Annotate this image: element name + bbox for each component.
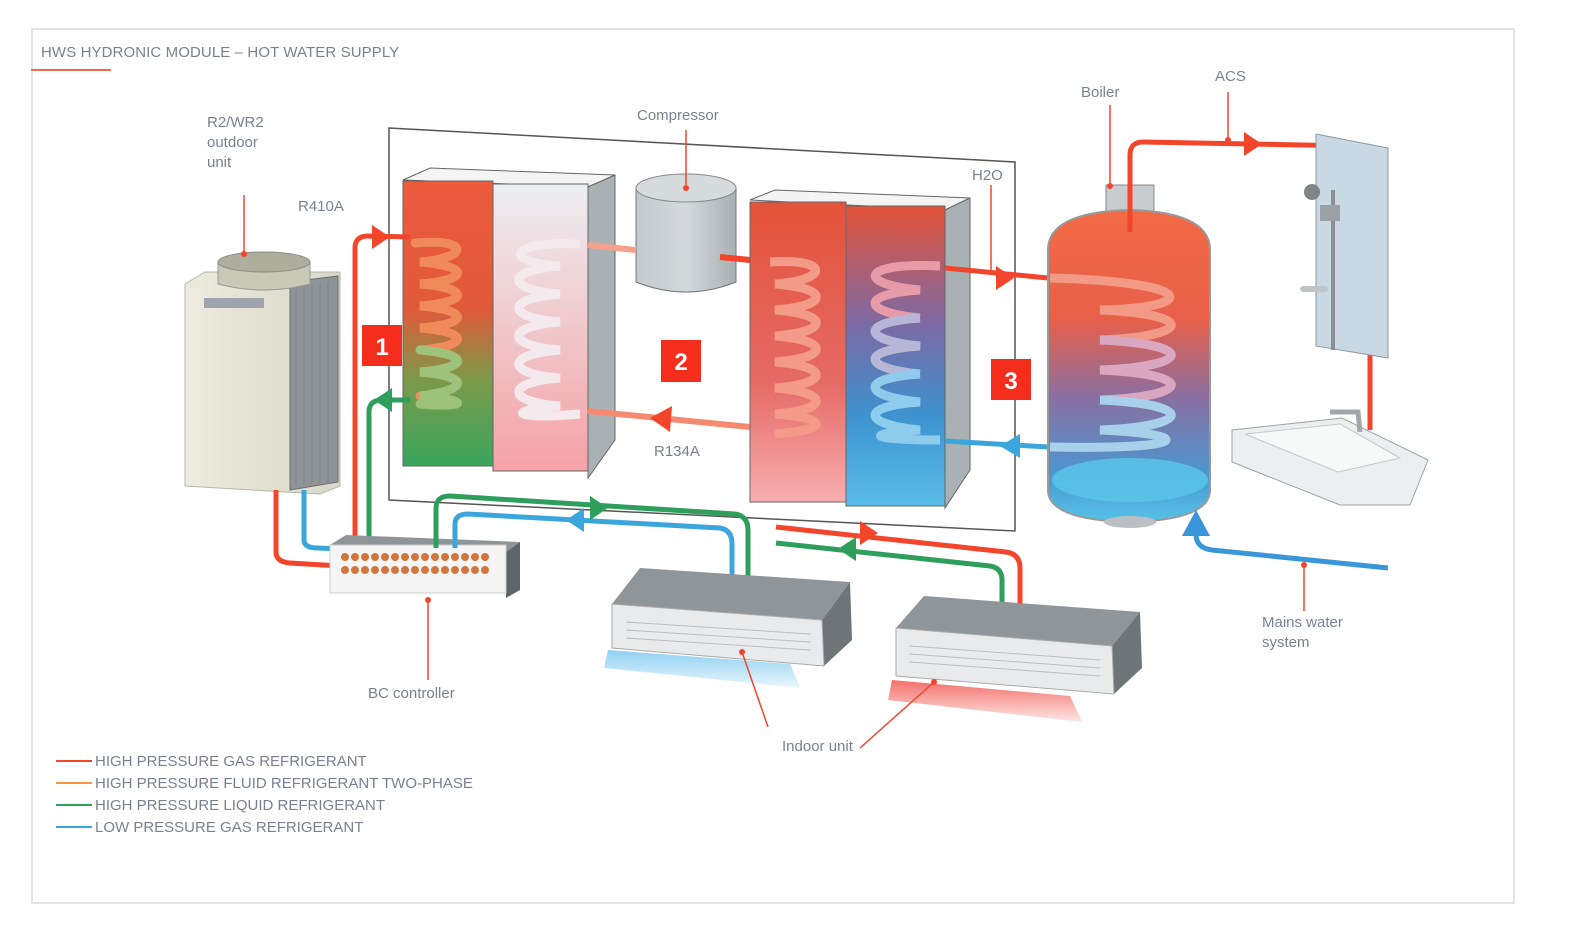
h2o-arrow xyxy=(996,266,1014,290)
legend-label: HIGH PRESSURE LIQUID REFRIGERANT xyxy=(95,796,386,814)
heat-exchanger-2 xyxy=(749,189,971,510)
title-underline xyxy=(31,69,111,71)
mains-water-arrow xyxy=(1182,510,1210,536)
outdoor-unit-label-3: unit xyxy=(207,154,232,171)
heat-exchanger-1 xyxy=(402,167,616,480)
mains-water-label-1: Mains water xyxy=(1262,614,1343,631)
acs-arrow xyxy=(1244,132,1262,156)
indoor-unit-label: Indoor unit xyxy=(782,738,854,755)
legend-swatch xyxy=(56,804,92,806)
stage-badge-3: 3 xyxy=(991,359,1031,400)
boiler xyxy=(1047,184,1211,528)
r134a-label: R134A xyxy=(654,443,700,460)
stage-badge-2: 2 xyxy=(661,340,701,382)
outdoor-unit-label-2: outdoor xyxy=(207,134,258,151)
mains-water-label-2: system xyxy=(1262,634,1310,651)
legend-swatch xyxy=(56,826,92,828)
stage-badge-1: 1 xyxy=(362,325,402,366)
legend-swatch xyxy=(56,760,92,762)
legend-item-high-pressure-gas: HIGH PRESSURE GAS REFRIGERANT xyxy=(56,750,473,772)
legend-item-two-phase: HIGH PRESSURE FLUID REFRIGERANT TWO-PHAS… xyxy=(56,772,473,794)
bc-controller xyxy=(329,535,520,598)
sink xyxy=(1231,409,1429,506)
legend-label: HIGH PRESSURE GAS REFRIGERANT xyxy=(95,752,367,770)
acs-label: ACS xyxy=(1215,68,1246,85)
svg-text:3: 3 xyxy=(1004,368,1017,395)
indoor-unit-1 xyxy=(604,568,852,688)
h2o-label: H2O xyxy=(972,167,1003,184)
r134a-arrow xyxy=(650,406,672,432)
mains-water-pipe xyxy=(1193,525,1389,571)
shower-panel xyxy=(1300,133,1389,359)
svg-text:2: 2 xyxy=(674,349,687,376)
bc-controller-label: BC controller xyxy=(368,685,455,702)
indoor-leader-1 xyxy=(741,651,769,728)
legend-item-liquid: HIGH PRESSURE LIQUID REFRIGERANT xyxy=(56,794,473,816)
diagram-title: HWS HYDRONIC MODULE – HOT WATER SUPPLY xyxy=(41,44,400,61)
legend: HIGH PRESSURE GAS REFRIGERANT HIGH PRESS… xyxy=(56,750,473,838)
outdoor-unit-label-1: R2/WR2 xyxy=(207,114,264,131)
indoor-unit-2 xyxy=(888,596,1142,722)
svg-text:1: 1 xyxy=(375,334,388,361)
indoor-leader-2 xyxy=(859,681,935,749)
legend-label: LOW PRESSURE GAS REFRIGERANT xyxy=(95,818,364,836)
outdoor-unit xyxy=(184,251,341,495)
legend-swatch xyxy=(56,782,92,784)
compressor xyxy=(635,173,737,293)
r410a-label: R410A xyxy=(298,198,344,215)
boiler-label: Boiler xyxy=(1081,84,1119,101)
legend-label: HIGH PRESSURE FLUID REFRIGERANT TWO-PHAS… xyxy=(95,774,473,792)
compressor-label: Compressor xyxy=(637,107,719,124)
legend-item-low-pressure-gas: LOW PRESSURE GAS REFRIGERANT xyxy=(56,816,473,838)
